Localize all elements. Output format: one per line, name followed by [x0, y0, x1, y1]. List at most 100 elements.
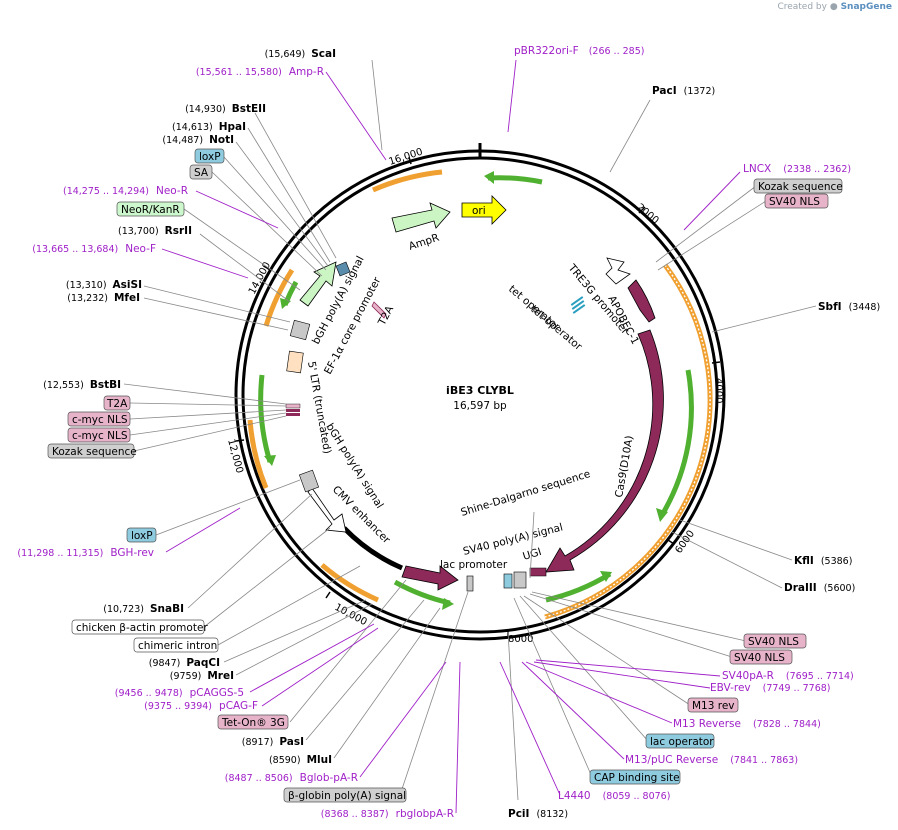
boxed-label: chicken β-actin promoter: [71, 619, 208, 635]
boxed-label: β-globin poly(A) signal: [283, 787, 407, 803]
cas9-d10a-feature: [545, 329, 664, 573]
primer-bglob-pa-r: (8487 .. 8506)Bglob-pA-R: [225, 772, 358, 784]
green-arrow-heads: [264, 171, 668, 610]
primer-lines: [161, 59, 741, 814]
box-text: chicken β-actin promoter: [76, 622, 208, 634]
boxed-label: SA: [189, 164, 213, 180]
connector-mfei: [143, 297, 289, 331]
box-text: Kozak sequence: [52, 446, 137, 458]
box-shape: [589, 769, 681, 785]
boxed-feature-labels: loxP SA NeoR/KanR T2A c-myc NLS c-myc NL…: [47, 148, 843, 803]
enzyme-name: DraIII: [784, 582, 817, 594]
boxed-label: CAP binding site: [589, 769, 681, 785]
primer-pcaggs-5: (9456 .. 9478)pCAGGS-5: [115, 687, 244, 699]
primer-name: Neo-F: [125, 243, 156, 255]
primer-labels: pBR322ori-F(266 .. 285) (15,561 .. 15,58…: [17, 45, 853, 820]
enzyme-name: KflI: [794, 555, 814, 567]
enzyme-name: RsrII: [165, 225, 192, 237]
box-text: c-myc NLS: [72, 430, 128, 442]
enzyme-pasi: (8917)PasI: [242, 736, 304, 748]
enzyme-paci: PacI (1372): [652, 85, 715, 97]
primer-sv40pa-r: SV40pA-R(7695 .. 7714): [722, 670, 854, 682]
connector-sv40nls-r: [657, 200, 767, 271]
primer-line-pcaggs: [249, 623, 375, 693]
lac-operator-feature: [503, 573, 513, 589]
primer-range: (2338 .. 2362): [783, 164, 851, 175]
outer-arc-10k: [320, 563, 380, 603]
primer-line-sv40par: [535, 659, 721, 677]
enzyme-pos: (9847): [149, 658, 181, 669]
tick-mark: [711, 361, 721, 364]
enzyme-mlui: (8590)MluI: [269, 754, 332, 766]
ampr-label: AmpR: [407, 232, 441, 253]
enzyme-asisi: (13,310)AsiSI: [66, 279, 142, 291]
connector-cap: [513, 597, 593, 778]
ori-feature: [461, 195, 507, 225]
connector-bsteii: [254, 112, 337, 259]
enzyme-labels: (15,649)ScaI (14,930)BstEII (14,613)HpaI…: [43, 48, 880, 820]
enzyme-name: PacI: [652, 85, 677, 97]
sv40-polya-feature: [513, 571, 527, 589]
box-text: SV40 NLS: [769, 196, 820, 208]
box-text: CAP binding site: [594, 772, 680, 784]
boxed-label: Kozak sequence: [47, 443, 137, 459]
enzyme-pos: (10,723): [103, 604, 144, 615]
connector-kozak-r: [655, 185, 757, 263]
enzyme-pos: (1372): [684, 86, 716, 97]
box-shape: [753, 178, 843, 194]
primer-ebv-rev: EBV-rev(7749 .. 7768): [710, 682, 831, 694]
green-arc: [487, 175, 543, 185]
boxed-label: T2A: [103, 395, 131, 411]
snapgene-brand: Created by ● SnapGene: [777, 2, 892, 12]
outer-arc-dash: [544, 264, 711, 618]
boxed-label: M13 rev: [687, 697, 739, 713]
box-text: SA: [194, 167, 209, 179]
connector-hpai: [247, 127, 331, 263]
connector-sv40nls-b2: [529, 593, 733, 658]
connector-kozak-l: [133, 415, 287, 452]
primer-name: BGH-rev: [110, 547, 154, 559]
tet-on-3g-feature: [401, 565, 459, 591]
primer-amp-r: (15,561 .. 15,580)Amp-R: [196, 66, 324, 78]
primer-bgh-rev: (11,298 .. 11,315) BGH-rev: [17, 547, 154, 559]
box-shape: [743, 633, 807, 649]
primer-name: M13/pUC Reverse: [625, 754, 718, 766]
box-text: M13 rev: [692, 700, 735, 712]
tick-mark: [235, 439, 245, 442]
tet-operator-mark: [570, 296, 584, 306]
primer-range: (11,298 .. 11,315): [17, 548, 103, 559]
tick-mark: [325, 591, 331, 599]
connector-asisi: [143, 285, 291, 323]
tet-operator-mark: [571, 300, 585, 310]
connector-sa: [211, 171, 323, 277]
box-text: loxP: [199, 151, 221, 163]
primer-name: Amp-R: [289, 66, 324, 78]
enzyme-mfei: (13,232)MfeI: [67, 292, 140, 304]
connector-pcii: [507, 631, 519, 801]
connector-cmyc1: [129, 409, 287, 420]
connector-teton: [289, 579, 407, 723]
primer-line-ampr: [325, 71, 387, 161]
chicken-beta-actin-promoter-bar: [342, 526, 403, 571]
snapgene-logo-icon: ●: [829, 2, 838, 12]
box-shape: [189, 164, 213, 180]
primer-range: (8059 .. 8076): [603, 791, 671, 802]
enzyme-mrei: (9759)MreI: [170, 670, 234, 682]
connector-m13rev-box: [523, 595, 691, 706]
primer-range: (14,275 .. 14,294): [63, 186, 149, 197]
enzyme-pos: (15,649): [265, 49, 306, 60]
boxed-label: c-myc NLS: [67, 427, 131, 443]
box-text: T2A: [106, 398, 128, 410]
connector-bglob: [399, 591, 469, 796]
connector-sv40nls-b1: [531, 591, 747, 642]
cmv-enhancer-feature: [307, 487, 347, 533]
enzyme-name: NotI: [209, 134, 234, 146]
enzyme-pos: (13,700): [118, 226, 159, 237]
inner-feature-labels: TRE3G promoter tet operator tet operator…: [305, 254, 641, 571]
primer-lncx: LNCX(2338 .. 2362): [743, 163, 851, 175]
primer-line-neor: [195, 190, 279, 229]
primer-name: pBR322ori-F: [514, 45, 579, 57]
neor-kanr-feature: [299, 261, 337, 307]
tick-label: 2000: [634, 202, 661, 227]
apobec1-feature: [627, 279, 656, 323]
